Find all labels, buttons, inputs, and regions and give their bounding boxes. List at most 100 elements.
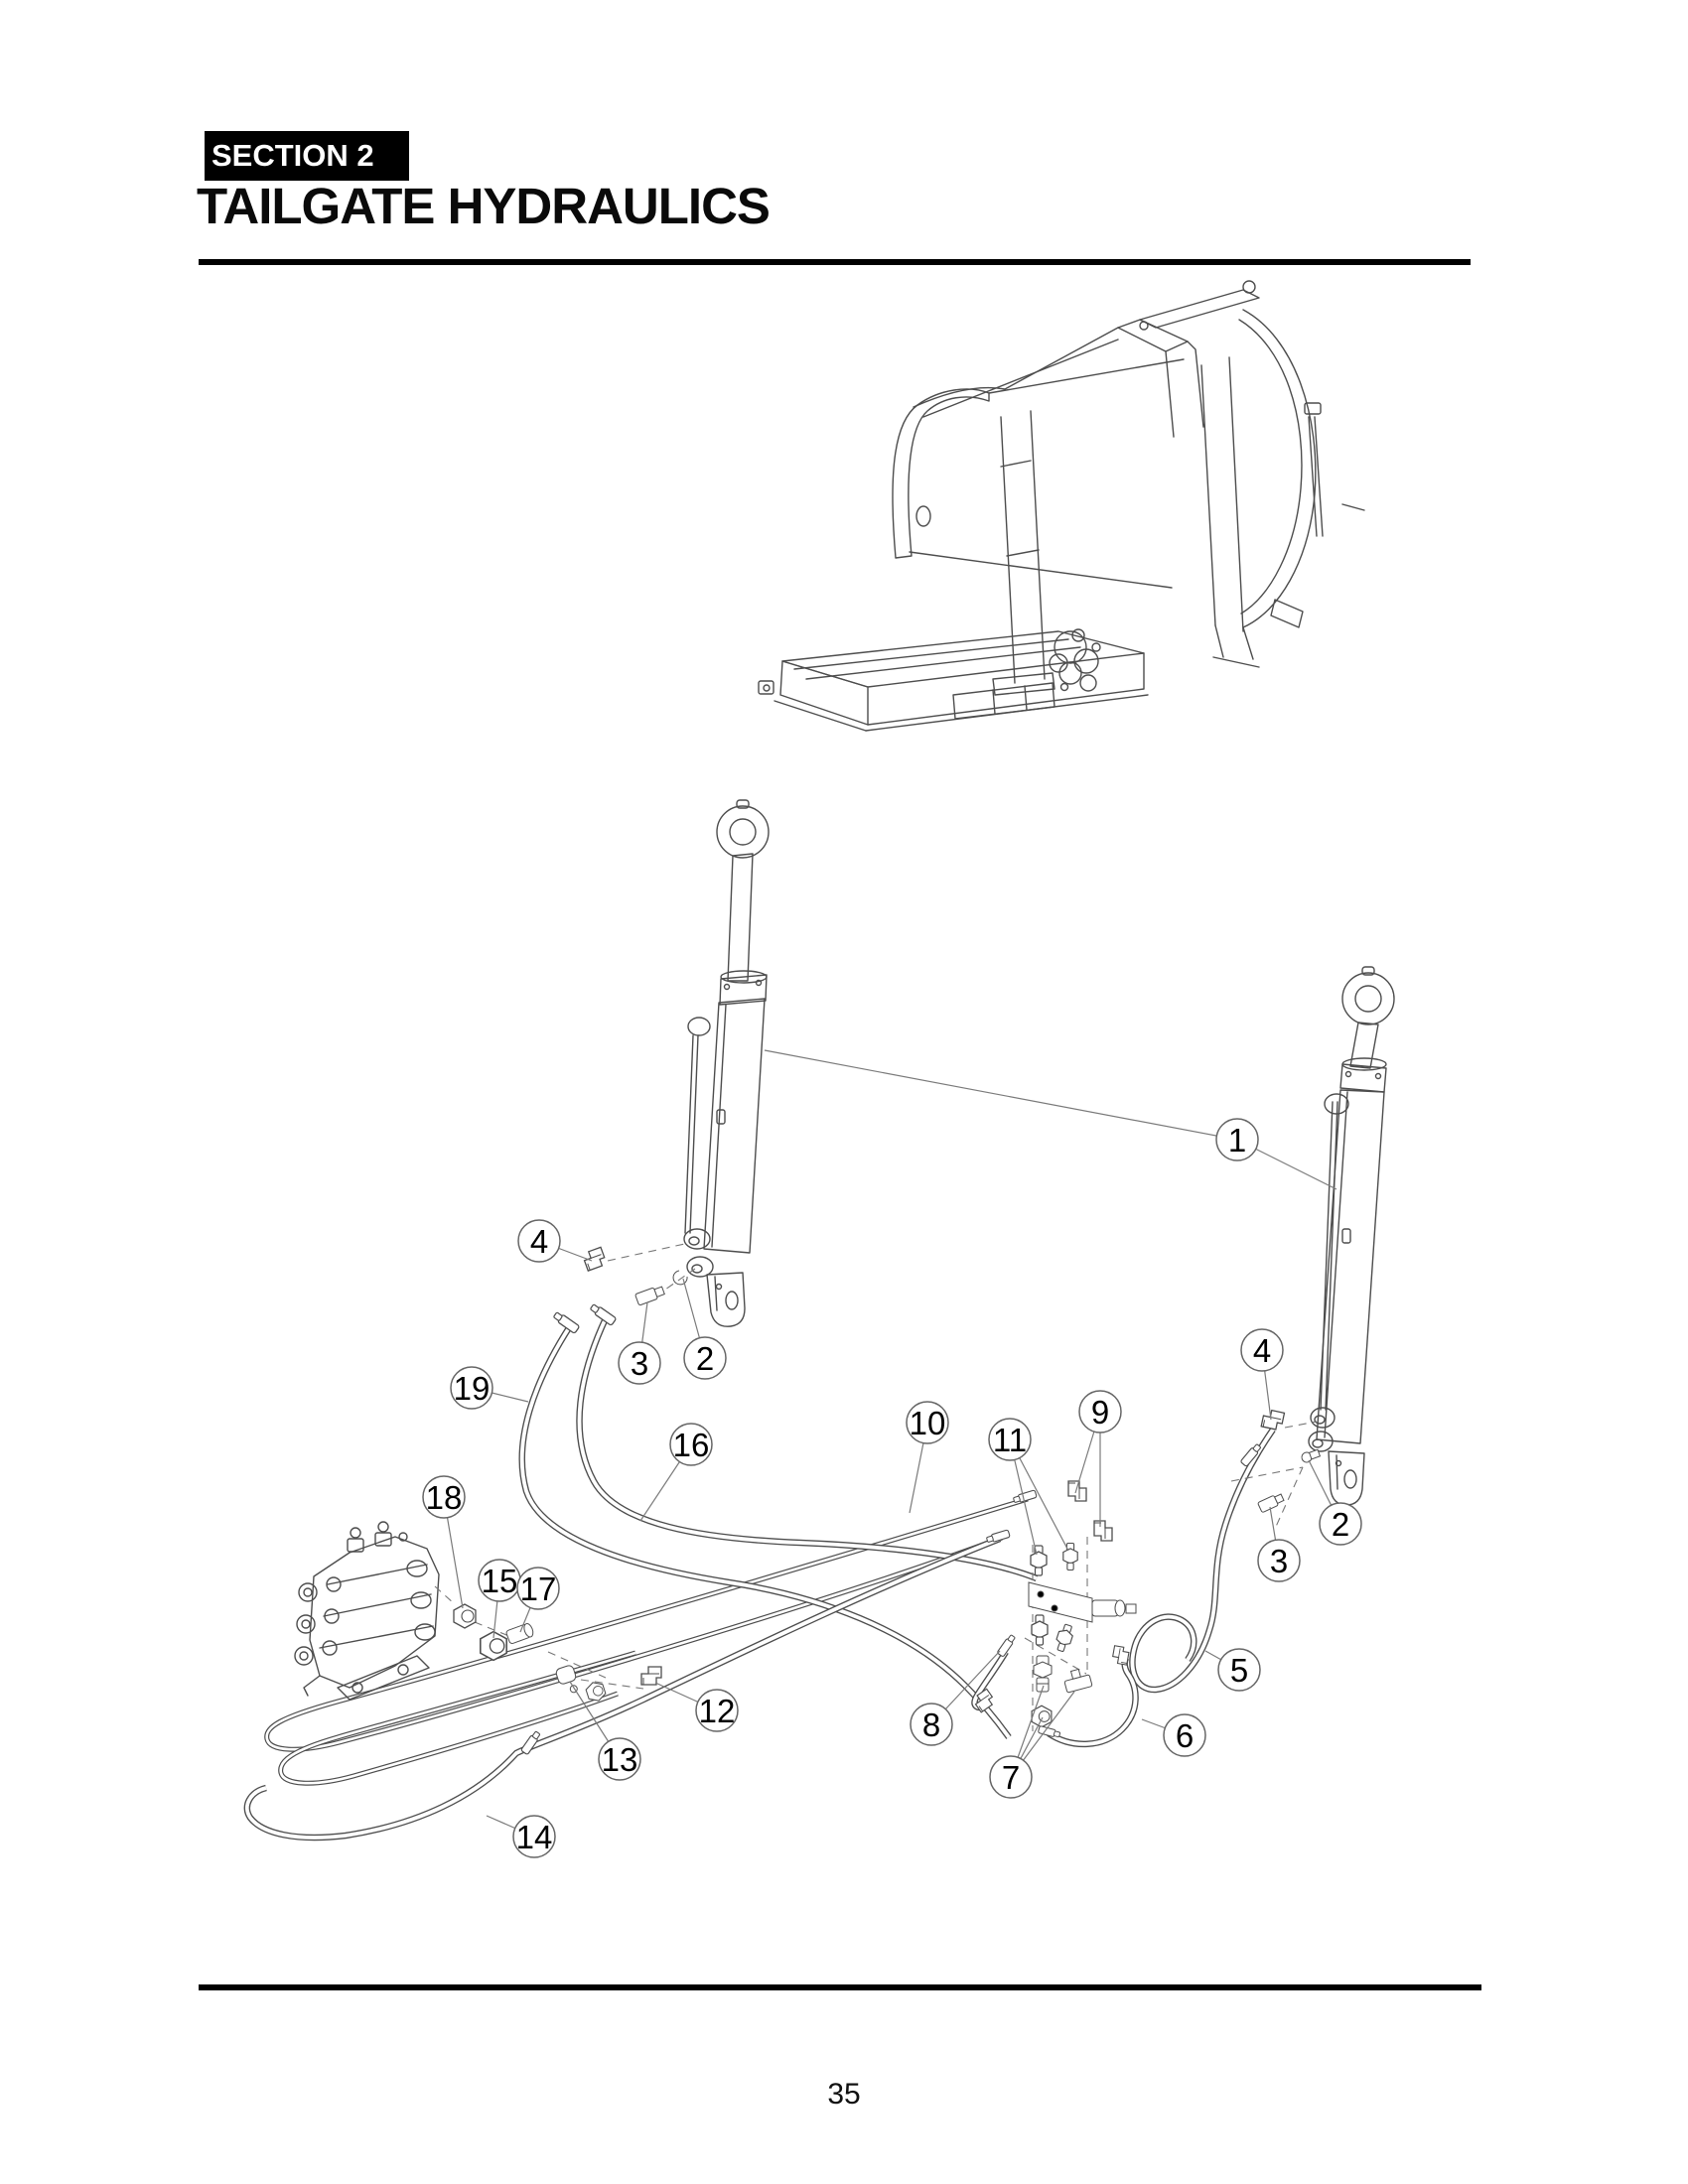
control-valve [294,1521,440,1701]
callout-balloon [422,1475,466,1519]
fittings [453,1246,1322,1756]
callout-balloon [1257,1539,1301,1582]
callout-6: 6 [1141,1713,1206,1757]
assembly-guides [434,1242,1318,1731]
hose-6 [1047,1656,1139,1747]
callout-balloon [669,1423,713,1466]
cylinder-right [1308,966,1395,1506]
callout-19: 19 [450,1366,529,1410]
callout-number: 3 [631,1345,648,1382]
clip-2-left [672,1270,688,1286]
callout-balloon [910,1703,953,1746]
callout-balloon [1240,1328,1284,1372]
callout-13: 13 [569,1681,641,1781]
callout-2: 2 [682,1278,727,1380]
hose-runs [243,1316,1276,1842]
callout-4: 4 [517,1219,593,1263]
callout-number: 2 [696,1340,714,1377]
section-label-box: SECTION 2 [205,131,409,181]
truck-pump-cluster [1049,628,1101,692]
hose-19 [518,1324,1012,1739]
truck-tailgate-ring [1242,309,1317,628]
elbow-12 [640,1666,662,1686]
callout-balloon [695,1689,739,1732]
callout-balloon [989,1755,1033,1799]
plug-2-right [1301,1448,1322,1463]
callout-number: 4 [1253,1332,1271,1369]
callout-number: 13 [602,1741,638,1778]
callout-number: 12 [699,1693,736,1729]
callout-15: 15 [478,1559,521,1639]
truck-front-arch [892,388,990,559]
callout-balloon [598,1737,641,1781]
callout-2: 2 [1308,1459,1362,1546]
nut-18 [453,1603,477,1629]
truck-illustration [758,280,1365,732]
callout-number: 4 [530,1223,548,1260]
callout-16: 16 [639,1423,713,1522]
callout-12: 12 [654,1682,739,1732]
cylinder-left [683,799,770,1327]
elbow-4-right [1260,1408,1286,1432]
callout-balloon [512,1815,556,1858]
callout-number: 11 [993,1422,1027,1458]
footer-rule [199,1984,1481,1990]
elbow-6 [1111,1645,1131,1666]
callout-balloon [906,1401,949,1444]
valve-body [309,1536,440,1689]
elbow-9a [1067,1480,1087,1502]
truck-lift-arm [1139,289,1260,329]
callout-balloon [450,1366,493,1410]
callout-1: 1 [764,1049,1337,1190]
cylinder-left-clevis [706,1272,746,1327]
callout-number: 7 [1002,1759,1020,1796]
callout-number: 18 [426,1479,463,1516]
fitting-11b [1062,1542,1078,1571]
elbow-9b [1093,1520,1113,1542]
callout-balloon [1215,1118,1259,1161]
callout-number: 10 [910,1405,946,1441]
callout-10: 10 [906,1401,949,1514]
fitting-3-right [1257,1493,1285,1513]
tee-fitting-7 [1063,1668,1093,1694]
callout-balloon [988,1418,1032,1461]
callout-balloon [1163,1713,1206,1757]
callout-balloon [618,1341,661,1385]
callout-number: 2 [1332,1506,1349,1543]
cylinder-left-barrel [703,998,766,1254]
callout-balloon [517,1219,561,1263]
inline-valve-7 [1033,1655,1053,1693]
callout-8: 8 [910,1650,1001,1746]
callout-number: 8 [922,1706,940,1743]
callout-number: 15 [482,1563,518,1599]
hose-16 [576,1316,1039,1582]
callout-number: 6 [1176,1717,1194,1754]
callout-14: 14 [486,1815,556,1858]
hose-14 [243,1535,1002,1842]
page-title: TAILGATE HYDRAULICS [197,178,771,234]
callout-balloon [1217,1648,1261,1692]
callout-balloon [1319,1502,1362,1546]
callout-3: 3 [618,1301,661,1385]
callout-11: 11 [988,1418,1069,1556]
cylinder-right-clevis [1328,1450,1365,1506]
callout-number: 5 [1230,1652,1248,1689]
callout-balloon [683,1336,727,1380]
callout-leader [764,1049,1238,1141]
callout-number: 19 [454,1370,491,1407]
section-label: SECTION 2 [211,138,374,173]
callout-number: 9 [1091,1394,1109,1431]
callout-balloon [516,1567,560,1610]
hose-5 [1129,1428,1276,1694]
callout-number: 17 [520,1570,557,1607]
callout-18: 18 [422,1475,466,1609]
callout-number: 3 [1270,1543,1288,1579]
callout-number: 16 [673,1427,710,1463]
callout-17: 17 [516,1567,560,1633]
junction-block [1028,1581,1137,1623]
callout-number: 1 [1228,1122,1246,1159]
page-number: 35 [827,2078,861,2111]
